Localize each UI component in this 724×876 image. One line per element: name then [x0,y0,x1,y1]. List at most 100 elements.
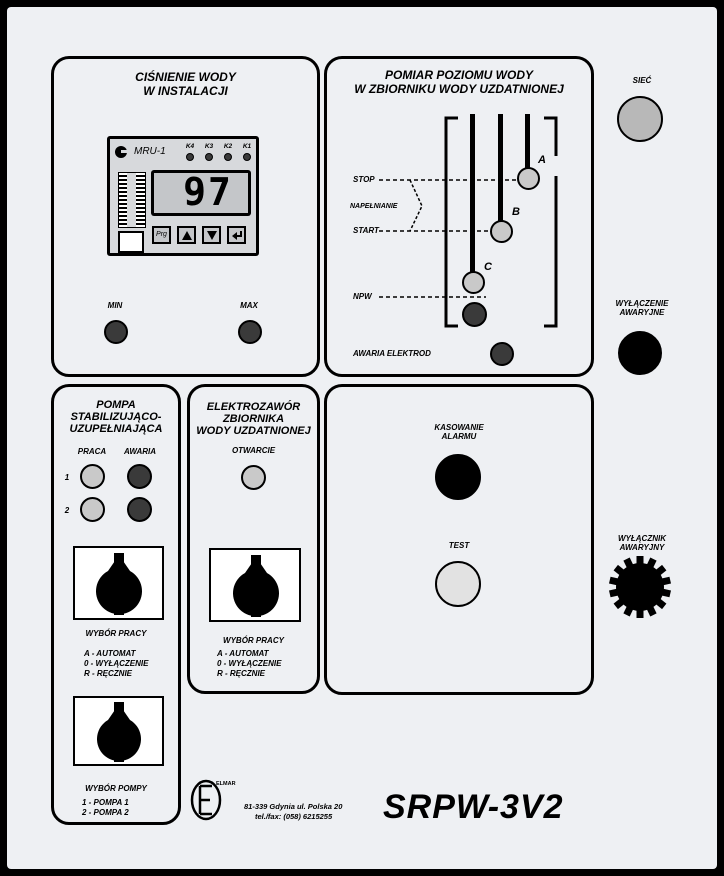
level-start-label: START [353,226,379,235]
valve-mode-0: 0 - WYŁĄCZENIE [217,659,282,668]
enter-arrow-icon [232,231,242,240]
level-stop-label: STOP [353,175,375,184]
relay-led [243,153,251,161]
electrode-c-lamp [462,271,485,294]
device-name: MRU-1 [134,146,166,157]
mains-label: SIEĆ [632,76,652,85]
valve-mode-a: A - AUTOMAT [217,649,269,658]
tank-diagram [379,114,558,328]
max-pressure-lamp [238,320,262,344]
gear-tooth [636,556,644,568]
mains-lamp [617,96,663,142]
emergency-switch-label-2: AWARYJNY [619,543,665,552]
electrode-a-label: A [538,154,546,166]
pump-mode-r: R - RĘCZNIE [84,669,132,678]
rotary-knob-icon [233,555,279,617]
relay-label: K1 [242,143,252,150]
level-filling-label: NAPEŁNIANIE [350,203,398,210]
level-title-line1: POMIAR POZIOMU WODY [385,68,533,82]
logo-text: ELMAR [216,781,236,787]
pump-select-title: WYBÓR POMPY [85,784,147,793]
test-label: TEST [448,541,470,550]
bargraph [118,172,146,228]
valve-open-lamp [241,465,266,490]
relay-label: K4 [185,143,195,150]
alarm-reset-button[interactable] [435,454,481,500]
electrode-c-label: C [484,261,492,273]
pump-col-fault: AWARIA [124,447,156,456]
pump-row-1: 1 [64,473,70,482]
pump-title-line1: POMPA [96,399,136,411]
test-button[interactable] [435,561,481,607]
electrode-b-lamp [490,220,513,243]
level-npw-label: NPW [353,292,372,301]
mru-logo-icon [115,146,128,158]
valve-title-line2: ZBIORNIKA [222,413,285,425]
up-button[interactable] [177,226,196,244]
company-logo [190,779,222,821]
pressure-title-line2: W INSTALACJI [143,84,228,98]
pump-mode-title: WYBÓR PRACY [85,629,147,638]
pump-mode-0: 0 - WYŁĄCZENIE [84,659,149,668]
pump1-work-lamp [80,464,105,489]
pump-select-switch[interactable] [73,696,164,766]
min-label: MIN [107,301,123,310]
pump2-work-lamp [80,497,105,522]
max-label: MAX [240,301,258,310]
electrode-fault-label: AWARIA ELEKTROD [353,349,431,358]
prg-label: Prg [156,231,167,238]
prg-button[interactable]: Prg [152,226,171,244]
pump2-fault-lamp [127,497,152,522]
lcd-value: 97 [183,170,233,214]
emergency-off-label-2: AWARYJNE [619,308,665,317]
down-button[interactable] [202,226,221,244]
valve-mode-switch[interactable] [209,548,301,622]
triangle-up-icon [182,231,192,240]
pump-select-2: 2 - POMPA 2 [82,808,129,817]
pump-mode-switch[interactable] [73,546,164,620]
emergency-switch-label-1: WYŁĄCZNIK [618,534,666,543]
gear-tooth [636,606,644,618]
valve-mode-title: WYBÓR PRACY [223,636,284,645]
enter-button[interactable] [227,226,246,244]
level-panel [324,56,594,377]
pump-mode-a: A - AUTOMAT [84,649,136,658]
min-pressure-lamp [104,320,128,344]
model-name: SRPW-3V2 [383,788,564,826]
window-indicator [118,231,144,253]
valve-panel [187,384,320,694]
electrode-b-label: B [512,206,520,218]
pump-select-1: 1 - POMPA 1 [82,798,129,807]
pressure-title-line1: CIŚNIENIE WODY [135,70,236,84]
valve-open-label: OTWARCIE [231,446,276,455]
valve-title-line1: ELEKTROZAWÓR [206,401,301,413]
pump1-fault-lamp [127,464,152,489]
level-title-line2: W ZBIORNIKU WODY UZDATNIONEJ [354,82,564,96]
electrode-a-lamp [517,167,540,190]
emergency-stop-button[interactable] [608,556,672,618]
alarm-reset-label-1: KASOWANIE [434,423,484,432]
relay-label: K3 [204,143,214,150]
valve-title-line3: WODY UZDATNIONEJ [196,425,311,437]
npw-lamp [462,302,487,327]
rotary-knob-icon [96,553,142,615]
address-line1: 81-339 Gdynia ul. Polska 20 [244,802,343,811]
relay-label: K2 [223,143,233,150]
pump-row-2: 2 [64,506,70,515]
pump-title-line3: UZUPEŁNIAJĄCA [69,423,163,435]
rotary-knob-icon [97,702,141,762]
relay-led [224,153,232,161]
valve-mode-r: R - RĘCZNIE [217,669,265,678]
electrode-fault-lamp [490,342,514,366]
lcd-screen [154,173,248,213]
address-line2: tel./fax: (058) 6215255 [255,812,333,821]
pump-col-work: PRACA [77,447,107,456]
relay-led [186,153,194,161]
emergency-off-lamp [618,331,662,375]
triangle-down-icon [207,231,217,240]
alarm-panel [324,384,594,695]
relay-indicators: K4 K3 K2 K1 [183,143,253,167]
pump-title-line2: STABILIZUJĄCO- [70,411,162,423]
alarm-reset-label-2: ALARMU [441,432,477,441]
relay-led [205,153,213,161]
